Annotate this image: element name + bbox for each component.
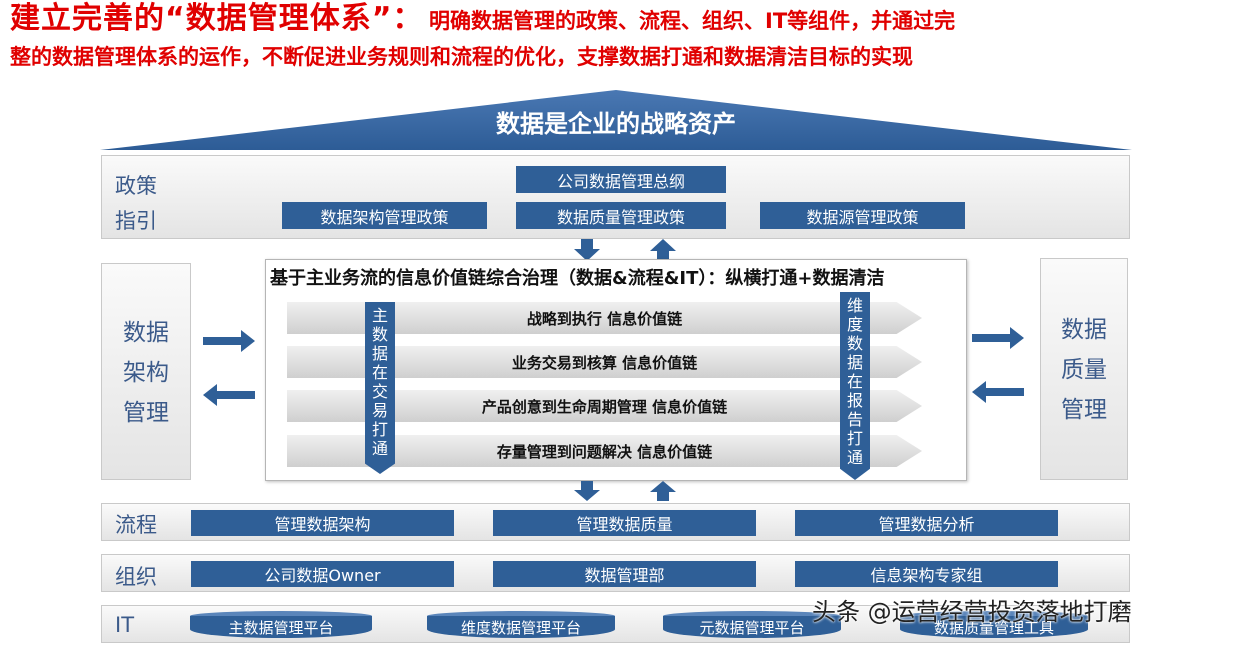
arrow-left-icon (972, 381, 1024, 403)
right-banner-char: 告 (846, 410, 863, 429)
arrow-up-icon (650, 239, 676, 261)
it-platform-dimension-data: 维度数据管理平台 (427, 611, 615, 639)
roof-shape (100, 90, 1132, 150)
it-platform-label: 数据质量管理工具 (900, 616, 1088, 638)
header-subtitle-2: 整的数据管理体系的运作，不断促进业务规则和流程的优化，支撑数据打通和数据清洁目标… (10, 45, 913, 69)
policy-box-source: 数据源管理政策 (760, 202, 965, 229)
left-side-label-1: 数据 (123, 320, 169, 346)
process-label: 流程 (115, 513, 157, 537)
arrow-down-icon (574, 481, 600, 501)
policy-top-box: 公司数据管理总纲 (516, 166, 726, 193)
right-side-label-3: 管理 (1061, 397, 1107, 423)
it-platform-quality-tool: 数据质量管理工具 (900, 611, 1088, 639)
right-banner-char: 通 (846, 448, 863, 467)
left-banner-char: 数 (371, 325, 388, 344)
left-banner-char: 打 (371, 420, 388, 439)
center-title: 基于主业务流的信息价值链综合治理（数据&流程&IT）：纵横打通+数据清洁 (270, 268, 885, 289)
header: 建立完善的“数据管理体系”： 明确数据管理的政策、流程、组织、IT等组件，并通过… (10, 2, 1250, 76)
left-banner-char: 易 (371, 401, 388, 420)
right-banner-char: 度 (846, 315, 863, 334)
org-box-owner: 公司数据Owner (191, 561, 454, 587)
it-platform-label: 元数据管理平台 (663, 616, 841, 638)
it-platform-master-data: 主数据管理平台 (190, 611, 372, 639)
right-side-label-1: 数据 (1061, 317, 1107, 343)
right-banner-char: 据 (846, 353, 863, 372)
left-side-label-3: 管理 (123, 400, 169, 426)
policy-box-architecture: 数据架构管理政策 (282, 202, 487, 229)
left-side-panel (101, 263, 191, 480)
right-banner-char: 维 (846, 296, 863, 315)
policy-label-1: 政策 (115, 174, 157, 198)
org-box-department: 数据管理部 (493, 561, 756, 587)
policy-box-quality: 数据质量管理政策 (516, 202, 726, 229)
right-banner-char: 打 (846, 429, 863, 448)
right-side-label: 数据 质量 管理 (1040, 310, 1128, 430)
left-banner: 主 数 据 在 交 易 打 通 (365, 302, 395, 474)
right-banner-char: 在 (846, 372, 863, 391)
it-platform-label: 主数据管理平台 (190, 616, 372, 638)
process-box-architecture: 管理数据架构 (191, 510, 454, 536)
left-banner-char: 主 (371, 306, 388, 325)
right-banner: 维 度 数 据 在 报 告 打 通 (840, 292, 870, 480)
header-title: 建立完善的“数据管理体系”： (10, 1, 424, 36)
org-label: 组织 (115, 565, 157, 589)
policy-label-2: 指引 (115, 209, 157, 233)
header-subtitle-1: 明确数据管理的政策、流程、组织、IT等组件，并通过完 (429, 9, 956, 33)
process-box-quality: 管理数据质量 (493, 510, 756, 536)
left-banner-char: 通 (371, 439, 388, 458)
it-label: IT (115, 613, 135, 637)
arrow-right-icon (972, 327, 1024, 349)
org-box-expert-group: 信息架构专家组 (795, 561, 1058, 587)
left-side-label-2: 架构 (123, 360, 169, 386)
right-side-panel (1040, 258, 1128, 480)
left-banner-char: 交 (371, 382, 388, 401)
arrow-left-icon (203, 384, 255, 406)
process-box-analysis: 管理数据分析 (795, 510, 1058, 536)
left-banner-char: 在 (371, 363, 388, 382)
watermark: 头条 @运营经营投资落地打磨 (812, 598, 1132, 626)
right-side-label-2: 质量 (1061, 357, 1107, 383)
arrow-right-icon (203, 330, 255, 352)
it-platform-metadata: 元数据管理平台 (663, 611, 841, 639)
arrow-down-icon (574, 239, 600, 261)
right-banner-char: 报 (846, 391, 863, 410)
it-platform-label: 维度数据管理平台 (427, 616, 615, 638)
left-banner-char: 据 (371, 344, 388, 363)
arrow-up-icon (650, 481, 676, 501)
right-banner-char: 数 (846, 334, 863, 353)
left-side-label: 数据 架构 管理 (101, 313, 191, 433)
roof-label: 数据是企业的战略资产 (496, 110, 736, 138)
